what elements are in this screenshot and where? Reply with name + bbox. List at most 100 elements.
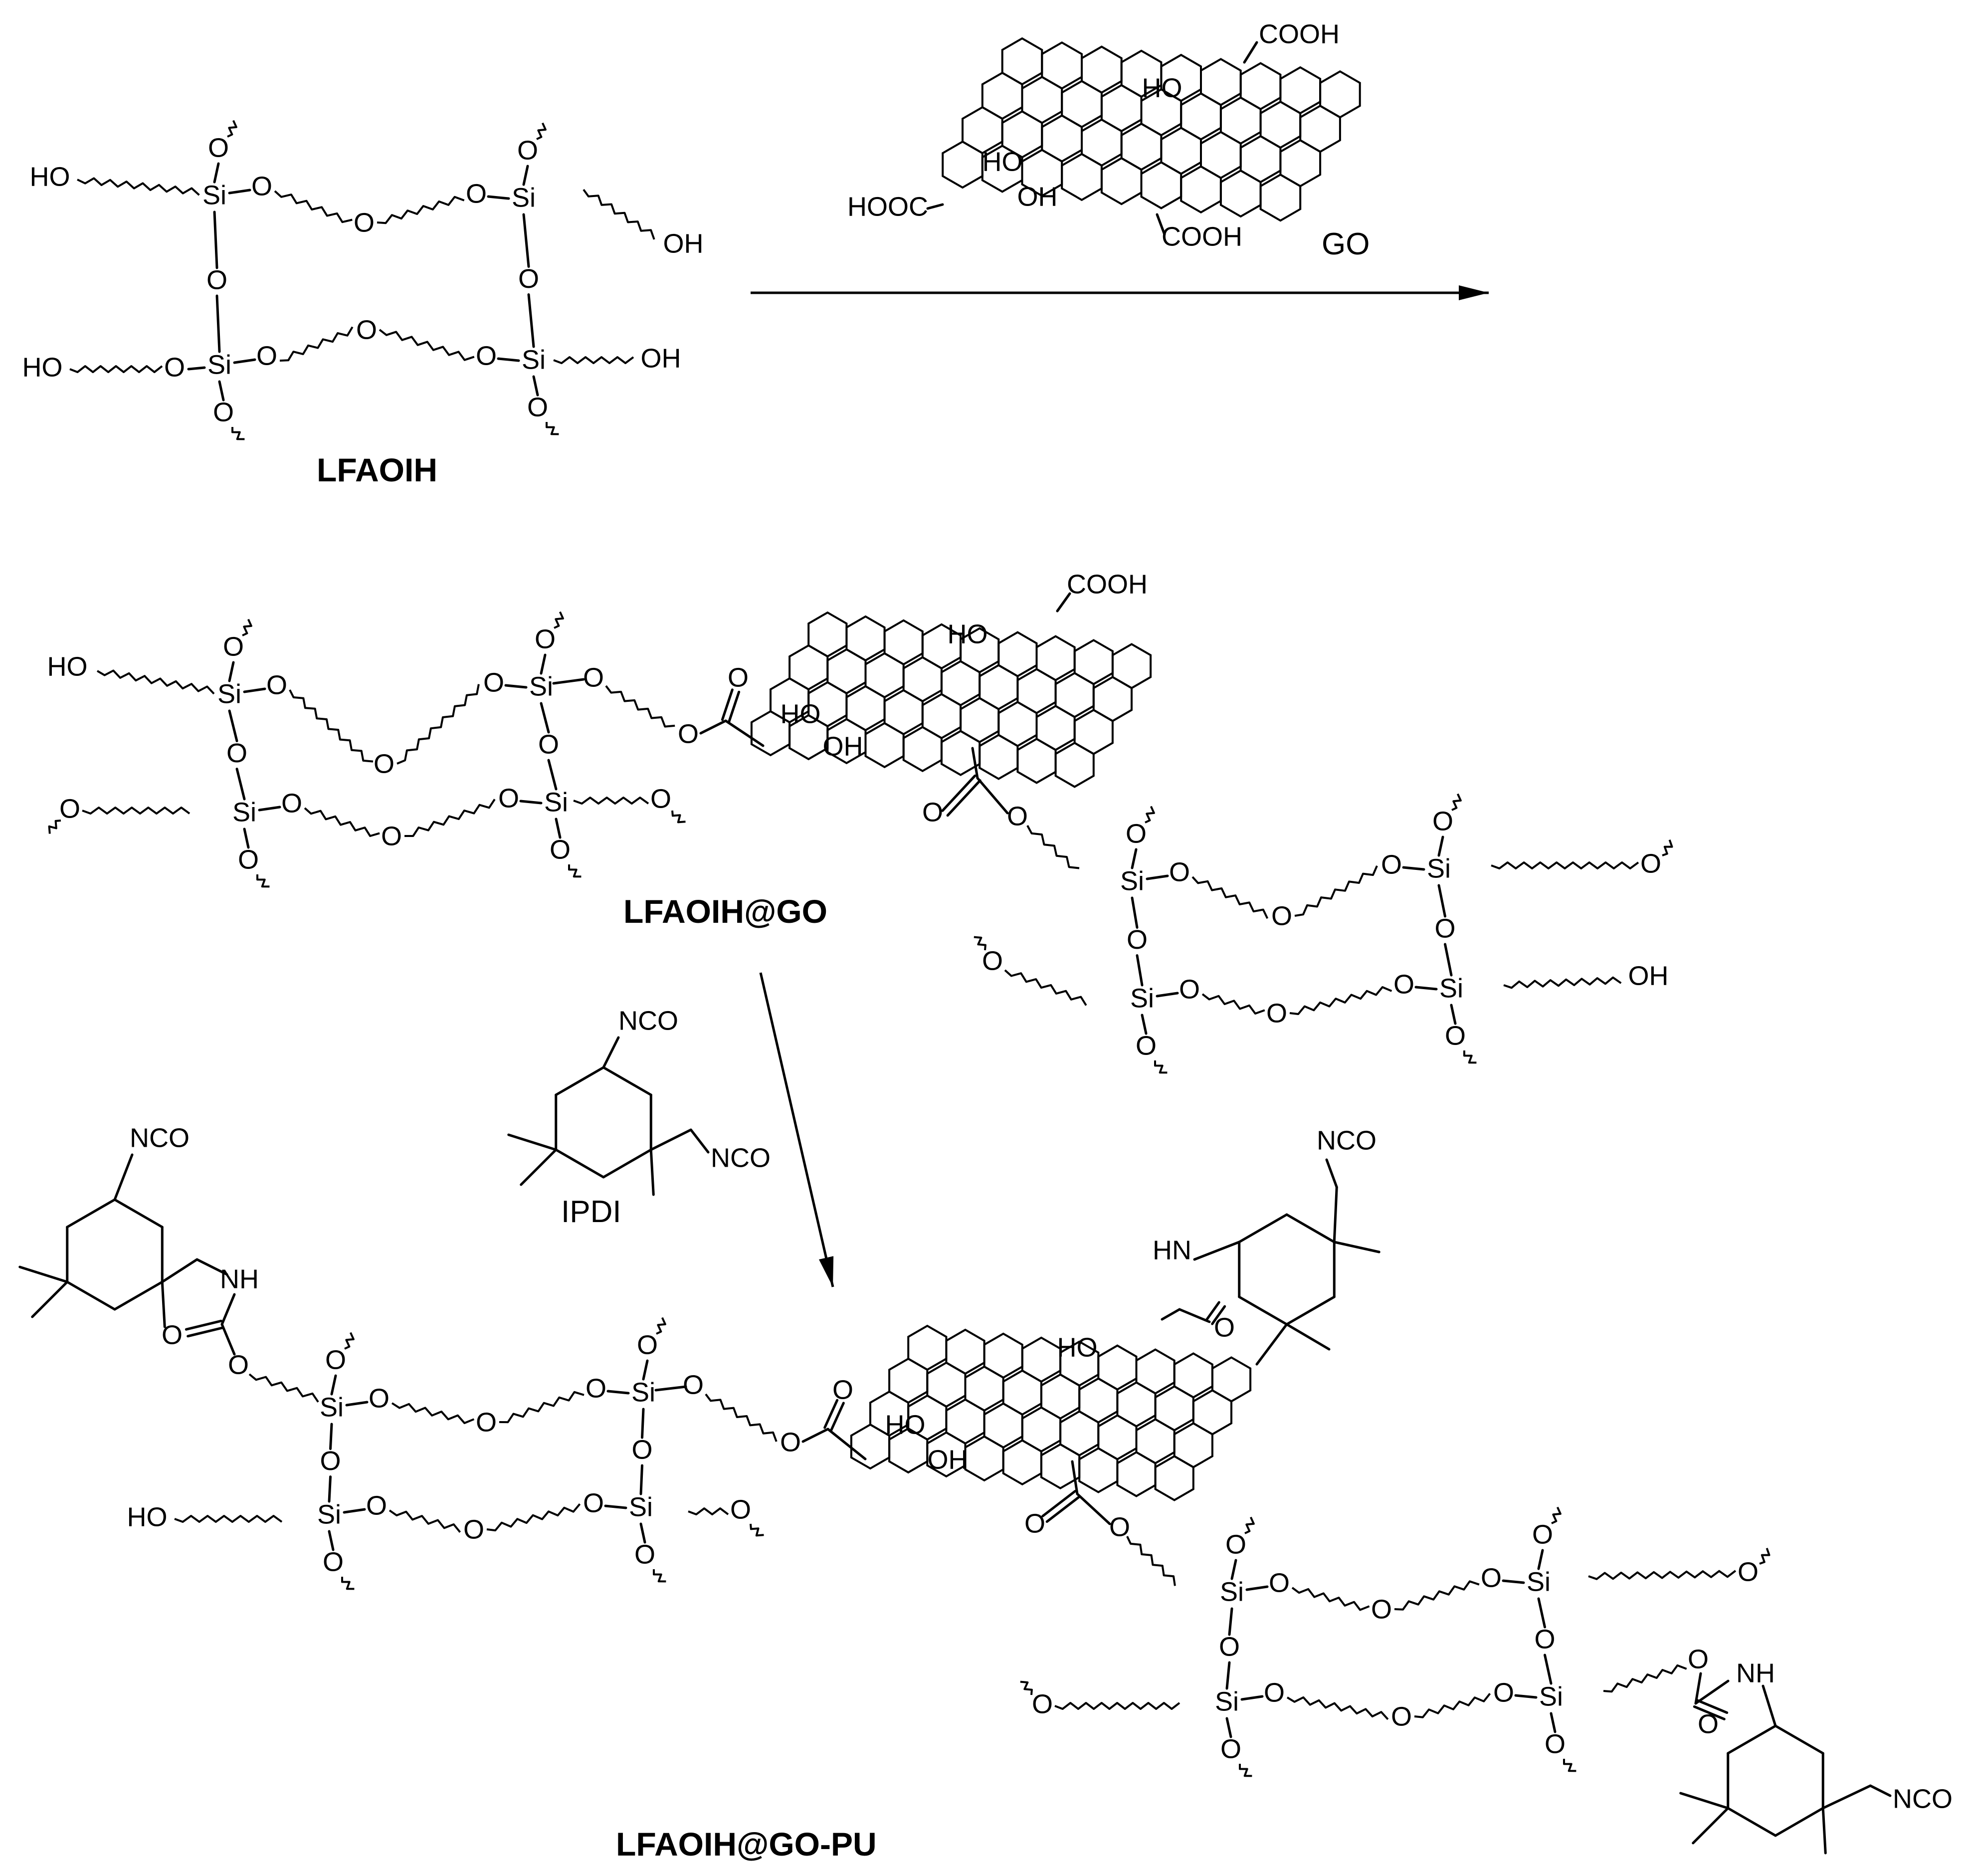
atom-o: O [1445, 1021, 1466, 1050]
bond [213, 162, 220, 184]
polymer-chain [389, 1509, 461, 1533]
bond [243, 687, 266, 693]
bond [829, 1402, 845, 1432]
atom-cooh: COOH [1067, 569, 1148, 599]
si-atom-3: Si [207, 350, 231, 380]
atom-o: O [683, 1370, 704, 1400]
bond [1136, 954, 1144, 987]
atom-nco: NCO [130, 1123, 190, 1153]
atom-o: O [922, 797, 943, 827]
bond [487, 195, 510, 200]
carbon-ring [1135, 1348, 1176, 1395]
atom-nco: NCO [1893, 1784, 1953, 1814]
atom-o: O [498, 783, 519, 813]
bond [330, 1374, 337, 1396]
atom-ho: HO [885, 1410, 926, 1440]
atom-o: O [325, 1345, 346, 1375]
bridge-oxygen: O [1127, 925, 1148, 955]
bond [1325, 1158, 1338, 1189]
atom-o: O [1266, 998, 1287, 1028]
bond [642, 1359, 649, 1381]
polymer-chain [1201, 993, 1265, 1015]
atom-ho: HO [1142, 73, 1182, 103]
bond [1225, 1661, 1231, 1690]
atom-o: O [1136, 1031, 1157, 1060]
bond [1285, 1213, 1336, 1244]
atom-o: O [223, 631, 244, 661]
carbon-ring [1001, 37, 1043, 86]
polymer-chain [1414, 1692, 1491, 1718]
carbon-ring [1041, 41, 1083, 90]
bond [520, 1148, 558, 1186]
bond [555, 818, 562, 839]
atom-ho: HO [47, 651, 88, 681]
polymer-chain [568, 864, 582, 878]
atom-o: O [356, 315, 377, 345]
atom-o: O [1493, 1677, 1514, 1707]
atom-o: O [1225, 1529, 1246, 1559]
atom-o: O [634, 1539, 655, 1569]
carbon-ring [1061, 153, 1103, 202]
atom-o: O [228, 1350, 249, 1380]
polymer-chain [1289, 986, 1392, 1015]
bond [1228, 1607, 1233, 1636]
polymer-chain [1662, 839, 1673, 856]
bond [161, 1280, 166, 1328]
polymer-chain [96, 669, 215, 695]
bond [1243, 41, 1258, 64]
polymer-chain [1603, 1664, 1687, 1693]
bond [1692, 1807, 1730, 1845]
carbon-ring [845, 615, 886, 662]
si-atom-2: Si [512, 183, 536, 212]
bond [1131, 896, 1139, 929]
bond [602, 1066, 652, 1096]
bond [519, 800, 543, 805]
bond [228, 189, 251, 195]
bond [185, 1319, 222, 1331]
atom-hooc: HOOC [847, 192, 928, 221]
atom-o: O [1381, 849, 1402, 879]
atom-o: O [1688, 1644, 1709, 1674]
bridge-oxygen: O [1534, 1624, 1555, 1654]
atom-nco: NCO [618, 1006, 678, 1036]
bond [220, 1293, 236, 1326]
bond [31, 1280, 69, 1318]
bond [1679, 1792, 1730, 1810]
bond [507, 1133, 558, 1151]
atom-o: O [1371, 1594, 1392, 1624]
bond [1821, 1807, 1827, 1855]
atom-o: O [1214, 1312, 1235, 1342]
atom-ho: HO [22, 352, 63, 382]
bridge-oxygen: O [206, 265, 227, 295]
atom-o: O [583, 662, 604, 692]
bond [1693, 1705, 1726, 1720]
bond [1225, 1717, 1232, 1738]
atom-nh: NH [220, 1264, 259, 1294]
polymer-chain [1491, 861, 1639, 869]
bond [1285, 1323, 1331, 1351]
bond [1821, 1784, 1872, 1810]
bond [552, 678, 585, 685]
polymer-chain [256, 874, 270, 888]
polymer-chain [274, 190, 353, 223]
bond [243, 828, 250, 849]
polymer-chain [404, 799, 496, 837]
atom-o: O [1179, 974, 1200, 1004]
atom-o: O [678, 719, 699, 749]
bond [1694, 1679, 1730, 1705]
polymer-chain [1294, 865, 1378, 917]
atom-o: O [527, 392, 548, 422]
polymer-chain [377, 196, 465, 224]
bond [1056, 592, 1071, 613]
atom-nh: NH [1736, 1658, 1775, 1688]
atom-o: O [366, 1490, 387, 1520]
carbon-ring [1200, 58, 1242, 106]
bond [1245, 1585, 1269, 1591]
atom-oh: OH [1017, 182, 1058, 211]
carbon-ring [1173, 1352, 1213, 1399]
carbon-ring [1035, 635, 1076, 681]
atom-o: O [1169, 857, 1190, 887]
atom-o: O [650, 784, 671, 814]
